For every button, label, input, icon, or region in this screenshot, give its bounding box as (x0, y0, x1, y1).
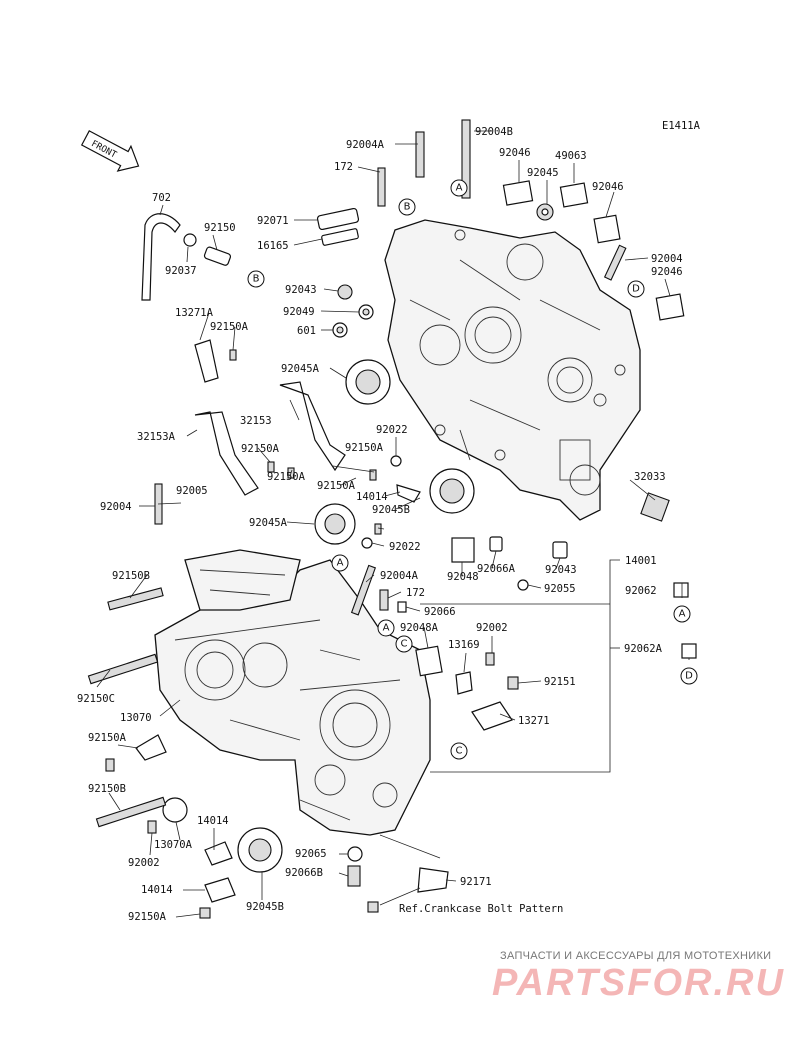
part-label: 32153A (137, 431, 176, 443)
svg-text:C: C (456, 746, 463, 757)
part-label: 92004B (475, 126, 513, 138)
upper-crankcase (384, 219, 641, 521)
part-label: 92004 (651, 253, 683, 265)
part-label: 92043 (285, 284, 317, 296)
part-label: 92046 (592, 181, 624, 193)
part-label: 92045A (281, 363, 320, 375)
svg-text:D: D (632, 284, 640, 295)
part-label: 92150A (210, 321, 249, 333)
part-label: 92048 (447, 571, 479, 583)
callout-d-1: D (627, 280, 645, 298)
part-label: 13271 (518, 715, 550, 727)
part-label: 14001 (625, 555, 657, 567)
part-label: 92022 (376, 424, 408, 436)
part-label: 92002 (476, 622, 508, 634)
part-label: 92171 (460, 876, 492, 888)
svg-text:A: A (456, 183, 463, 194)
part-label: 92022 (389, 541, 421, 553)
part-label: 92150A (241, 443, 280, 455)
part-label: 172 (406, 587, 425, 599)
part-label: 92004 (100, 501, 132, 513)
watermark-logo: PARTSFOR.RU (492, 962, 785, 1004)
part-label: 92062A (624, 643, 663, 655)
svg-text:B: B (404, 202, 411, 213)
part-label: 92066 (424, 606, 456, 618)
part-label: 702 (152, 192, 171, 204)
part-label: 92150A (345, 442, 384, 454)
part-label: 92002 (128, 857, 160, 869)
part-label: 92043 (545, 564, 577, 576)
part-label: 92151 (544, 676, 576, 688)
part-label: 14014 (197, 815, 229, 827)
svg-text:B: B (253, 274, 260, 285)
part-labels: 92004A 92004B 172 92046 49063 92045 9204… (77, 126, 683, 923)
part-label: 92150A (88, 732, 127, 744)
part-label: 92045 (527, 167, 559, 179)
bearings (237, 180, 685, 873)
callout-a-2: A (331, 554, 349, 572)
leader-lines (96, 130, 690, 918)
part-label: 92150C (77, 693, 115, 705)
part-label: 92150A (128, 911, 167, 923)
part-label: 13070 (120, 712, 152, 724)
part-label: 92062 (625, 585, 657, 597)
part-label: 92066A (477, 563, 516, 575)
part-label: 92048A (400, 622, 439, 634)
part-label: 92005 (176, 485, 208, 497)
part-label: 16165 (257, 240, 289, 252)
front-arrow-icon: FRONT (80, 130, 140, 172)
part-label: 92046 (499, 147, 531, 159)
callout-b-1: B (398, 198, 416, 216)
watermark-tagline: ЗАПЧАСТИ И АКСЕССУАРЫ ДЛЯ МОТОТЕХНИКИ (500, 950, 772, 962)
callout-d-2: D (680, 667, 698, 685)
part-label: 92049 (283, 306, 315, 318)
part-label: 32153 (240, 415, 272, 427)
part-label: 92150B (112, 570, 150, 582)
part-label: 92046 (651, 266, 683, 278)
part-label: 49063 (555, 150, 587, 162)
small-parts (87, 207, 697, 919)
part-label: 92150A (267, 471, 306, 483)
part-label: 14014 (356, 491, 388, 503)
callout-a-3: A (377, 619, 395, 637)
part-label: 13271A (175, 307, 214, 319)
part-label: 92004A (380, 570, 419, 582)
part-label: 13070A (154, 839, 193, 851)
svg-text:C: C (401, 639, 408, 650)
callout-b-2: B (247, 270, 265, 288)
callout-c-2: C (450, 742, 468, 760)
part-label: 92037 (165, 265, 197, 277)
part-label: 32033 (634, 471, 666, 483)
part-label: 13169 (448, 639, 480, 651)
part-label: 601 (297, 325, 316, 337)
part-label: 92150B (88, 783, 126, 795)
diagram-code: E1411A (662, 120, 701, 132)
part-label: 92071 (257, 215, 289, 227)
part-label: 92150 (204, 222, 236, 234)
part-label: 92045A (249, 517, 288, 529)
svg-text:A: A (679, 609, 686, 620)
callouts: A B B D A A C A D C (247, 179, 698, 760)
callout-a-4: A (673, 605, 691, 623)
part-label: 92045B (246, 901, 284, 913)
part-label: 172 (334, 161, 353, 173)
part-label: 92066B (285, 867, 323, 879)
svg-text:D: D (685, 671, 693, 682)
studs (154, 119, 627, 616)
svg-text:A: A (337, 558, 344, 569)
lower-crankcase (154, 549, 431, 836)
part-label: 92055 (544, 583, 576, 595)
part-label: 92045B (372, 504, 410, 516)
part-label: 92150A (317, 480, 356, 492)
svg-text:A: A (383, 623, 390, 634)
part-label: 92065 (295, 848, 327, 860)
callout-c-1: C (395, 635, 413, 653)
callout-a-1: A (450, 179, 468, 197)
reference-note: Ref.Crankcase Bolt Pattern (399, 903, 563, 915)
part-label: 92004A (346, 139, 385, 151)
part-label: 14014 (141, 884, 173, 896)
